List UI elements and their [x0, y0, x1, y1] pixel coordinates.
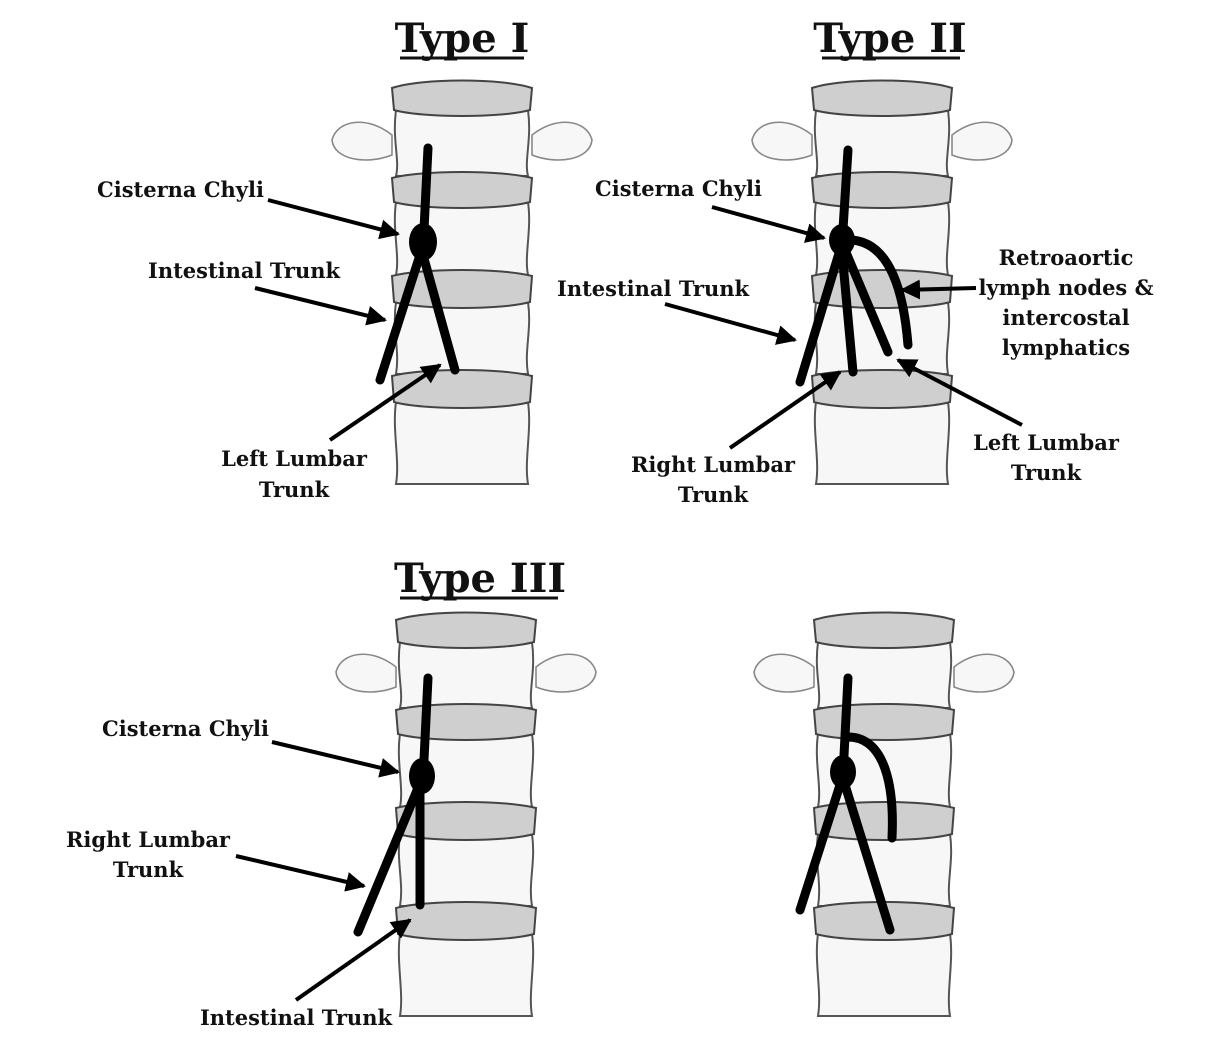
label-right-lumbar: Right Lumbar — [631, 452, 796, 477]
retroaortic-duct — [840, 235, 913, 350]
annotation-arrows — [235, 740, 412, 1002]
cisterna-chyli-sac — [409, 223, 437, 261]
right-lumbar-trunk-duct — [353, 783, 423, 937]
label-cisterna-chyli: Cisterna Chyli — [102, 716, 269, 741]
label-cisterna-chyli: Cisterna Chyli — [97, 177, 264, 202]
label-retroaortic-line3: intercostal — [1002, 305, 1129, 330]
panel-type-i: Type I Cisterna Chyli Intestinal Trunk L… — [97, 15, 593, 502]
annotation-arrows — [254, 198, 442, 442]
label-retroaortic-line2: lymph nodes & — [978, 275, 1153, 300]
label-retroaortic: Retroaortic — [999, 245, 1134, 270]
left-lumbar-trunk-duct — [840, 245, 893, 357]
left-lumbar-trunk-duct — [418, 250, 460, 375]
label-right-lumbar: Right Lumbar — [66, 827, 231, 852]
intestinal-trunk-duct — [795, 245, 845, 387]
label-left-lumbar-trunk: Trunk — [259, 477, 330, 502]
panel-title-type-i: Type I — [395, 15, 530, 62]
intestinal-trunk-duct — [375, 250, 425, 385]
panel-title-type-ii: Type II — [813, 15, 966, 62]
retroaortic-duct — [842, 732, 897, 843]
label-intestinal-trunk: Intestinal Trunk — [148, 258, 341, 283]
lymphatic-ducts — [353, 673, 435, 937]
label-left-lumbar-trunk: Trunk — [1011, 460, 1082, 485]
panel-type-ii: Type II Cisterna Chyli Intestinal Trunk … — [557, 15, 1154, 507]
panel-type-iii-variant — [753, 611, 1015, 1017]
vertebral-column — [751, 79, 1013, 485]
lymphatic-ducts — [795, 145, 913, 387]
vertebral-column — [331, 79, 593, 485]
label-right-lumbar-trunk: Trunk — [678, 482, 749, 507]
annotation-arrows — [664, 205, 1023, 450]
cisterna-chyli-sac — [830, 755, 856, 789]
panel-type-iii: Type III Cisterna Chyli Right Lumbar Tru… — [66, 555, 597, 1030]
label-cisterna-chyli: Cisterna Chyli — [595, 176, 762, 201]
label-left-lumbar: Left Lumbar — [973, 430, 1120, 455]
label-intestinal-trunk: Intestinal Trunk — [200, 1005, 393, 1030]
lymphatic-ducts — [795, 673, 897, 935]
label-left-lumbar: Left Lumbar — [221, 446, 368, 471]
vertebral-column — [753, 611, 1015, 1017]
panel-title-type-iii: Type III — [394, 555, 566, 602]
vertebral-column — [335, 611, 597, 1017]
lymphatic-ducts — [375, 143, 460, 385]
right-lumbar-trunk-duct — [837, 247, 858, 377]
label-retroaortic-line4: lymphatics — [1002, 335, 1130, 360]
left-lumbar-trunk-duct — [840, 780, 895, 935]
label-intestinal-trunk: Intestinal Trunk — [557, 276, 750, 301]
right-lumbar-trunk-duct — [795, 780, 845, 915]
label-right-lumbar-trunk: Trunk — [113, 857, 184, 882]
